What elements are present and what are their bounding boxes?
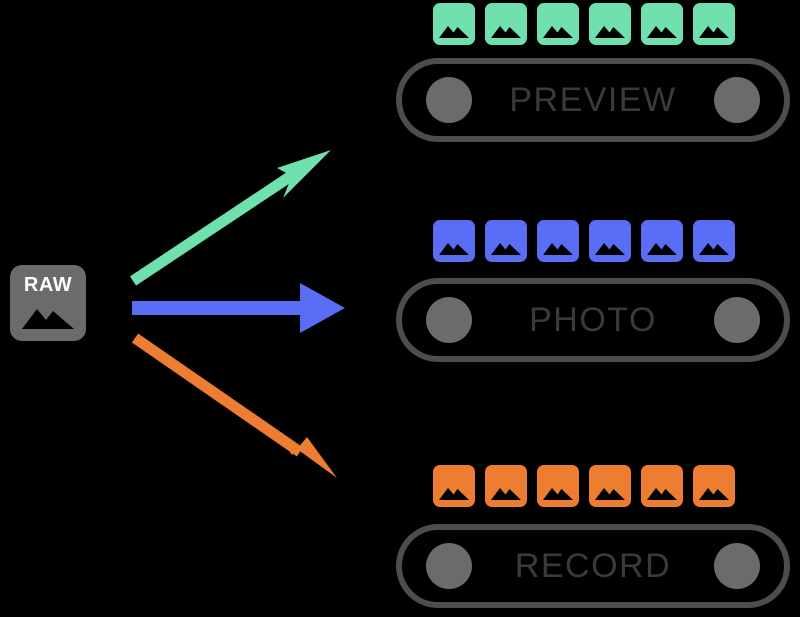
left-dot-record: [426, 543, 472, 589]
arrow-preview: [129, 150, 331, 286]
raw-source-icon: RAW: [10, 265, 86, 341]
pill-label-photo: PHOTO: [529, 301, 657, 339]
frame-photo: [589, 220, 631, 262]
image-mountain-icon: [491, 26, 521, 38]
frame-record: [641, 465, 683, 507]
arrow-record: [131, 333, 337, 478]
arrow-photo: [132, 283, 345, 333]
pill-record[interactable]: RECORD: [396, 524, 790, 608]
right-dot-photo: [714, 297, 760, 343]
frame-photo: [485, 220, 527, 262]
left-dot-preview: [426, 77, 472, 123]
image-mountain-icon: [491, 243, 521, 255]
image-mountain-icon: [439, 26, 469, 38]
raw-label: RAW: [23, 274, 73, 296]
image-mountain-icon: [543, 243, 573, 255]
image-mountain-icon: [647, 26, 677, 38]
image-mountain-icon: [543, 26, 573, 38]
left-dot-photo: [426, 297, 472, 343]
frame-record: [433, 465, 475, 507]
frame-record: [693, 465, 735, 507]
image-mountain-icon: [595, 243, 625, 255]
image-mountain-icon: [491, 488, 521, 500]
frame-photo: [537, 220, 579, 262]
frame-strip-photo: [433, 220, 735, 262]
frame-record: [537, 465, 579, 507]
frame-preview: [537, 3, 579, 45]
right-dot-record: [714, 543, 760, 589]
frame-record: [589, 465, 631, 507]
frame-strip-record: [433, 465, 735, 507]
frame-preview: [589, 3, 631, 45]
image-mountain-icon: [439, 488, 469, 500]
image-mountain-icon: [595, 26, 625, 38]
image-mountain-icon: [699, 26, 729, 38]
image-mountain-icon: [699, 243, 729, 255]
frame-photo: [641, 220, 683, 262]
image-mountain-icon: [595, 488, 625, 500]
frame-photo: [693, 220, 735, 262]
frame-photo: [433, 220, 475, 262]
frame-preview: [641, 3, 683, 45]
pill-preview[interactable]: PREVIEW: [396, 58, 790, 142]
image-mountain-icon: [22, 309, 74, 329]
right-dot-preview: [714, 77, 760, 123]
pill-label-preview: PREVIEW: [509, 81, 677, 119]
image-mountain-icon: [699, 488, 729, 500]
image-mountain-icon: [439, 243, 469, 255]
frame-preview: [485, 3, 527, 45]
frame-preview: [693, 3, 735, 45]
pill-photo[interactable]: PHOTO: [396, 278, 790, 362]
frame-record: [485, 465, 527, 507]
image-mountain-icon: [647, 488, 677, 500]
frame-preview: [433, 3, 475, 45]
image-mountain-icon: [543, 488, 573, 500]
frame-strip-preview: [433, 3, 735, 45]
image-mountain-icon: [647, 243, 677, 255]
pill-label-record: RECORD: [514, 547, 672, 585]
